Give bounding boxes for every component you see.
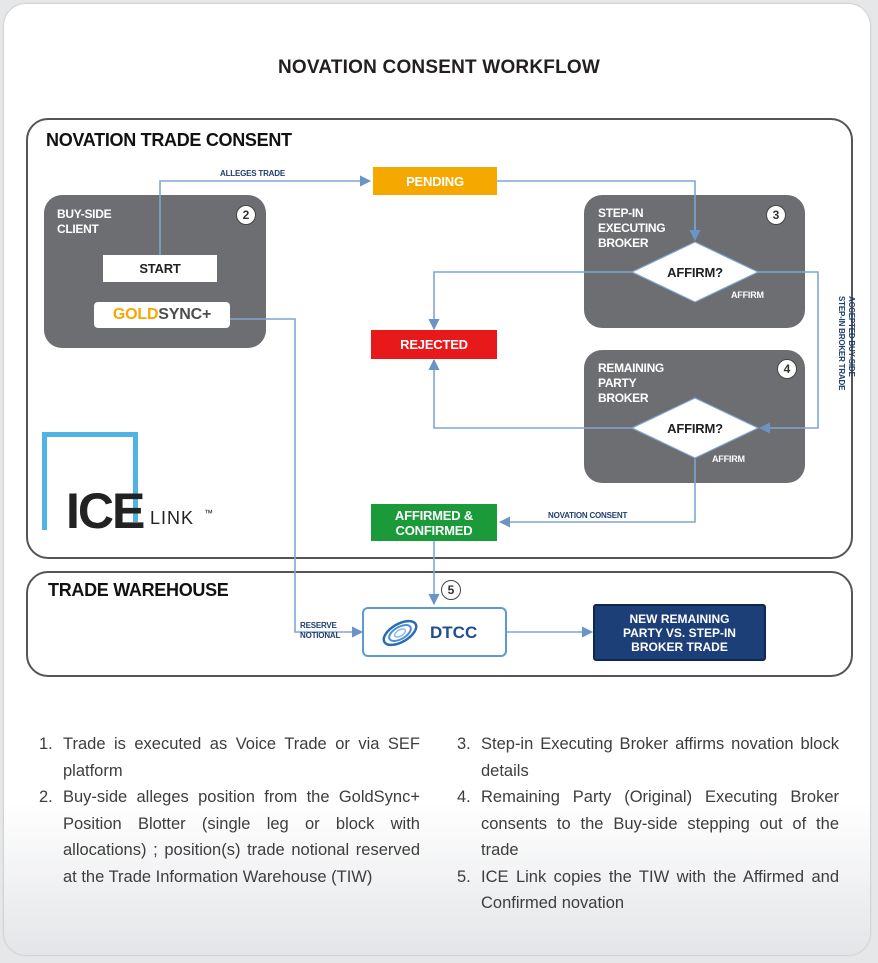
notes-right: 3. Step-in Executing Broker affirms novat…: [457, 731, 839, 917]
start-box: START: [103, 255, 217, 282]
note-item: 1. Trade is executed as Voice Trade or vi…: [39, 731, 420, 784]
buyside-label-line: BUY-SIDE: [57, 207, 112, 221]
reserve-notional-label: RESERVE NOTIONAL: [300, 621, 340, 641]
stepin-label-line: EXECUTING: [598, 221, 666, 235]
icelink-bracket-left-lower: [42, 470, 47, 530]
stepin-trade-line: STEP-IN BROKER TRADE: [837, 296, 846, 391]
icelink-logo: ICE LINK ™: [42, 432, 232, 539]
note-text: Remaining Party (Original) Executing Bro…: [481, 788, 839, 859]
trade-warehouse-label: TRADE WAREHOUSE: [48, 580, 229, 600]
note-number: 1.: [39, 735, 53, 753]
reserve-line: RESERVE: [300, 621, 337, 630]
step-badge-3: 3: [766, 205, 786, 225]
stepin-affirm-question: AFFIRM?: [667, 264, 723, 280]
notes-left: 1. Trade is executed as Voice Trade or vi…: [39, 731, 420, 890]
novation-consent-label: NOVATION CONSENT: [548, 511, 628, 520]
remaining-affirm-question: AFFIRM?: [667, 420, 723, 436]
icelink-link-text: LINK: [150, 508, 195, 528]
reserve-notional-arrow: [230, 318, 364, 638]
note-item: 2. Buy-side alleges position from the Gol…: [39, 784, 420, 890]
dtcc-box: DTCC: [362, 607, 507, 657]
remaining-label-line: BROKER: [598, 391, 649, 405]
stepin-label-line: STEP-IN: [598, 206, 644, 220]
note-text: ICE Link copies the TIW with the Affirme…: [481, 867, 839, 913]
alleges-trade-arrow: [159, 175, 372, 255]
step-badge-2: 2: [236, 205, 256, 225]
stepin-reject-arrow: [428, 271, 634, 331]
accepted-trade-arrow: [756, 271, 819, 434]
buyside-label-line: CLIENT: [57, 222, 99, 236]
remaining-broker-label: REMAINING PARTY BROKER: [598, 361, 664, 406]
new-trade-line: NEW REMAINING: [629, 611, 730, 626]
note-number: 4.: [457, 788, 471, 806]
dtcc-swirl-icon: [382, 619, 418, 647]
icelink-bracket-gap: [48, 470, 133, 530]
goldsync-gold-text: GOLD: [112, 306, 159, 323]
stepin-affirm-diamond: [630, 241, 760, 303]
new-trade-box: NEW REMAINING PARTY VS. STEP-IN BROKER T…: [593, 604, 766, 661]
remaining-affirm-label: AFFIRM: [712, 454, 745, 464]
remaining-label-line: REMAINING: [598, 361, 664, 375]
dtcc-text: DTCC: [430, 623, 478, 642]
novation-consent-region: [26, 118, 853, 559]
icelink-tm: ™: [204, 508, 213, 518]
note-item: 5. ICE Link copies the TIW with the Affir…: [457, 864, 839, 917]
note-item: 4. Remaining Party (Original) Executing B…: [457, 784, 839, 864]
affirmed-line: AFFIRMED &: [394, 507, 474, 523]
step-badge-5: 5: [441, 580, 461, 600]
new-trade-line: BROKER TRADE: [631, 639, 728, 654]
novation-consent-label: NOVATION TRADE CONSENT: [46, 130, 292, 150]
note-text: Buy-side alleges position from the GoldS…: [63, 788, 420, 886]
note-number: 3.: [457, 735, 471, 753]
new-trade-line: PARTY VS. STEP-IN: [623, 625, 736, 640]
note-number: 2.: [39, 788, 53, 806]
novation-consent-arrow: [498, 459, 696, 528]
confirmed-line: CONFIRMED: [395, 522, 473, 538]
pending-to-stepin-arrow: [497, 180, 701, 242]
stepin-label-line: BROKER: [598, 236, 649, 250]
step-badge-4: 4: [777, 359, 797, 379]
page-title: NOVATION CONSENT WORKFLOW: [278, 57, 600, 78]
buyside-client-label: BUY-SIDE CLIENT: [57, 207, 112, 237]
stepin-affirm-label: AFFIRM: [731, 290, 764, 300]
remaining-label-line: PARTY: [598, 376, 637, 390]
affirmed-confirmed-status: AFFIRMED & CONFIRMED: [371, 504, 497, 541]
note-item: 3. Step-in Executing Broker affirms novat…: [457, 731, 839, 784]
rejected-status: REJECTED: [371, 330, 497, 359]
accepted-line: ACCEPTED BUY-SIDE: [847, 296, 856, 377]
stepin-broker-label: STEP-IN EXECUTING BROKER: [598, 206, 666, 251]
alleges-trade-label: ALLEGES TRADE: [220, 169, 285, 178]
pending-status: PENDING: [373, 167, 497, 195]
icelink-ice-text: ICE: [66, 483, 145, 539]
note-text: Step-in Executing Broker affirms novatio…: [481, 735, 839, 780]
trade-warehouse-region: [26, 571, 853, 677]
accepted-trade-label: ACCEPTED BUY-SIDE STEP-IN BROKER TRADE: [824, 296, 856, 390]
note-number: 5.: [457, 867, 471, 886]
notional-line: NOTIONAL: [300, 631, 341, 640]
remaining-reject-arrow: [428, 358, 634, 429]
remaining-affirm-diamond: [630, 397, 760, 459]
goldsync-sync-text: SYNC+: [158, 306, 212, 323]
note-text: Trade is executed as Voice Trade or via …: [63, 735, 420, 780]
